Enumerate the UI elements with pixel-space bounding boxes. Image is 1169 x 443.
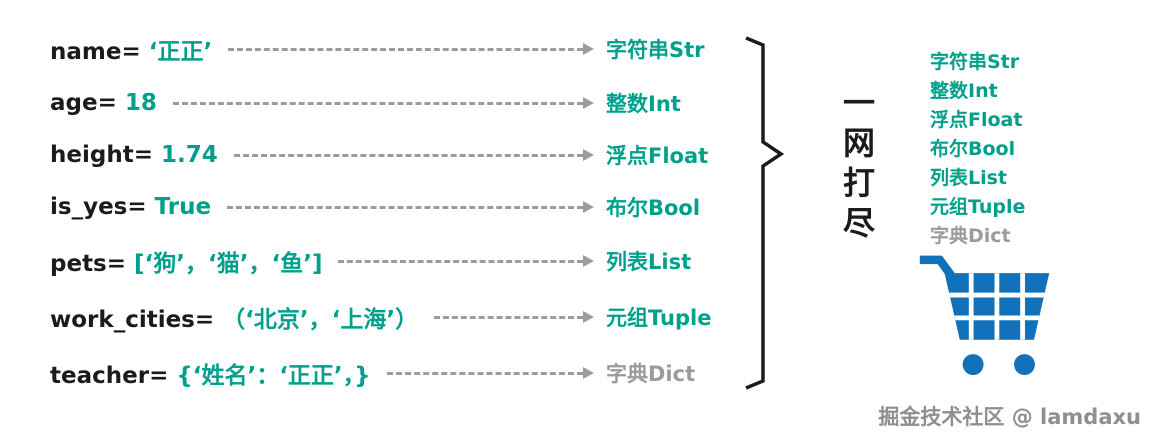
variable-name: name= — [50, 39, 141, 65]
variable-name: is_yes= — [50, 194, 147, 220]
arrow-line — [228, 47, 583, 51]
assignment-row-pets: pets= [‘狗’，‘猫’，‘鱼’] 列表List — [50, 244, 740, 278]
dashed-arrow — [228, 43, 594, 55]
variable-value: （‘北京’，‘上海’） — [222, 307, 419, 333]
arrow-line — [434, 315, 583, 319]
type-label-tuple: 元组Tuple — [606, 306, 712, 330]
type-summary-list: 字符串Str 整数Int 浮点Float 布尔Bool 列表List 元组Tup… — [930, 48, 1025, 251]
code-text: work_cities= （‘北京’，‘上海’） — [50, 300, 418, 334]
arrow-head-icon — [583, 367, 594, 379]
arrow-line — [172, 101, 583, 105]
arrow-line — [227, 205, 583, 209]
arrow-line — [386, 371, 583, 375]
type-label-str: 字符串Str — [606, 38, 705, 62]
variable-name: pets= — [50, 251, 127, 277]
code-text: name= ‘正正’ — [50, 32, 212, 66]
shopping-cart-icon — [919, 255, 1050, 376]
variable-name: height= — [50, 142, 153, 168]
watermark-text: 掘金技术社区 @ lamdaxu — [878, 405, 1141, 429]
vertical-caption: 一网打尽 — [838, 86, 876, 246]
assignment-row-name: name= ‘正正’ 字符串Str — [50, 32, 740, 66]
variable-value: {‘姓名’：‘正正’，} — [176, 363, 371, 389]
dashed-arrow — [233, 149, 594, 161]
assignment-row-teacher: teacher= {‘姓名’：‘正正’，} 字典Dict — [50, 356, 740, 390]
type-label-dict: 字典Dict — [606, 362, 696, 386]
dashed-arrow — [227, 201, 594, 213]
arrow-line — [233, 153, 583, 157]
summary-item-float: 浮点Float — [930, 109, 1023, 131]
assignment-row-work-cities: work_cities= （‘北京’，‘上海’） 元组Tuple — [50, 300, 740, 334]
variable-name: work_cities= — [50, 307, 215, 333]
arrow-head-icon — [583, 43, 594, 55]
type-label-float: 浮点Float — [606, 144, 709, 168]
summary-item-tuple: 元组Tuple — [930, 196, 1026, 218]
code-text: height= 1.74 — [50, 142, 218, 168]
dashed-arrow — [172, 97, 594, 109]
dashed-arrow — [434, 311, 594, 323]
arrow-head-icon — [583, 97, 594, 109]
variable-value: [‘狗’，‘猫’，‘鱼’] — [134, 251, 323, 277]
arrow-head-icon — [583, 201, 594, 213]
variable-value: True — [154, 194, 212, 220]
code-text: age= 18 — [50, 90, 157, 116]
assignment-row-height: height= 1.74 浮点Float — [50, 140, 740, 170]
arrow-head-icon — [583, 255, 594, 267]
summary-item-str: 字符串Str — [930, 51, 1020, 73]
summary-item-bool: 布尔Bool — [930, 138, 1016, 160]
variable-name: age= — [50, 90, 117, 116]
type-label-list: 列表List — [606, 250, 692, 274]
arrow-head-icon — [583, 149, 594, 161]
arrow-line — [338, 259, 583, 263]
summary-item-list: 列表List — [930, 167, 1008, 189]
code-text: is_yes= True — [50, 194, 211, 220]
summary-item-dict: 字典Dict — [930, 225, 1011, 247]
variable-value: ‘正正’ — [148, 39, 213, 65]
code-text: pets= [‘狗’，‘猫’，‘鱼’] — [50, 244, 322, 278]
dashed-arrow — [386, 367, 594, 379]
type-label-int: 整数Int — [606, 92, 681, 116]
arrow-head-icon — [583, 311, 594, 323]
summary-item-int: 整数Int — [930, 80, 998, 102]
variable-value: 1.74 — [160, 142, 218, 168]
code-text: teacher= {‘姓名’：‘正正’，} — [50, 356, 371, 390]
assignment-row-age: age= 18 整数Int — [50, 88, 740, 118]
grouping-bracket — [745, 36, 784, 390]
dashed-arrow — [338, 255, 594, 267]
assignment-rows: name= ‘正正’ 字符串Str age= 18 整数Int height= … — [50, 32, 740, 390]
variable-value: 18 — [124, 90, 157, 116]
type-label-bool: 布尔Bool — [606, 196, 701, 220]
variable-name: teacher= — [50, 363, 169, 389]
assignment-row-is-yes: is_yes= True 布尔Bool — [50, 192, 740, 222]
